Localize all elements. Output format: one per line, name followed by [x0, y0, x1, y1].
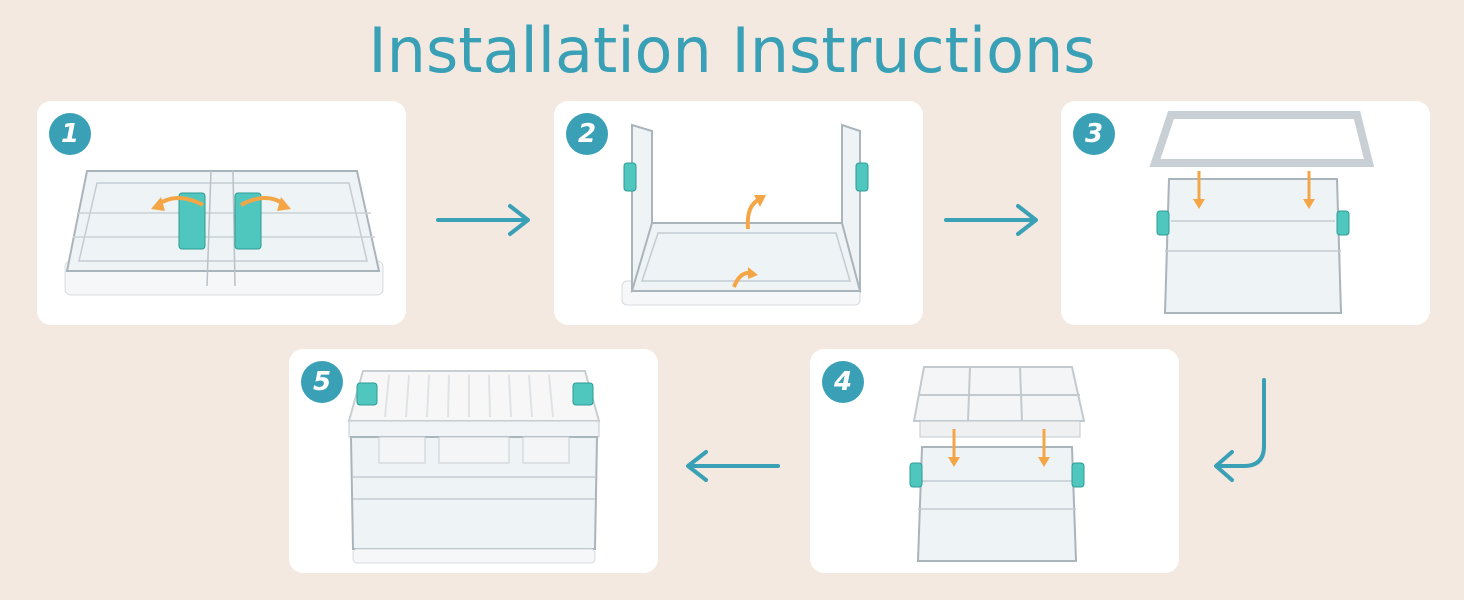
step-number-badge: 4: [822, 361, 864, 403]
arrow-right-icon: [436, 204, 530, 236]
page-title: Installation Instructions: [368, 14, 1096, 87]
step-number-badge: 3: [1073, 113, 1115, 155]
step-1-card: 1: [37, 101, 406, 325]
step-5-illustration: [347, 370, 601, 564]
step-2-illustration: [621, 123, 869, 306]
arrow-right-icon: [944, 204, 1038, 236]
step-5-card: 5: [289, 349, 658, 573]
step-number-badge: 2: [566, 113, 608, 155]
arrow-left-icon: [686, 450, 780, 482]
step-number-badge: 1: [49, 113, 91, 155]
step-number-badge: 5: [301, 361, 343, 403]
step-2-card: 2: [554, 101, 923, 325]
step-4-card: 4: [810, 349, 1179, 573]
step-4-illustration: [909, 366, 1086, 562]
step-3-illustration: [1149, 111, 1375, 314]
arrow-turn-down-left-icon: [1214, 378, 1266, 482]
step-1-illustration: [64, 170, 384, 296]
step-3-card: 3: [1061, 101, 1430, 325]
